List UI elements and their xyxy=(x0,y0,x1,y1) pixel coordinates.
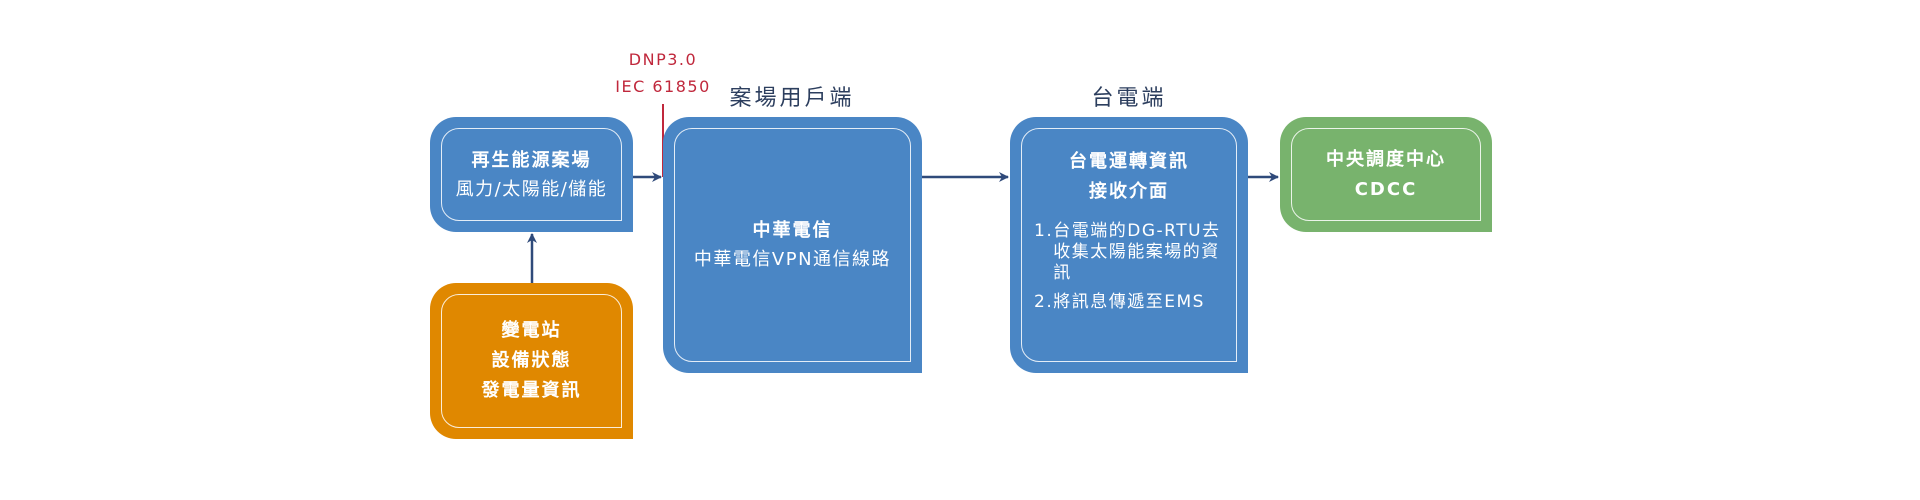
header-taipower-side: 台電端 xyxy=(1091,86,1167,111)
taipower-title: 接收介面 xyxy=(1089,181,1169,202)
cdcc-title: 中央調度中心 xyxy=(1326,148,1446,170)
protocol-dnp3: DNP3.0 xyxy=(628,50,698,69)
renewable-site-subtitle: 風力/太陽能/儲能 xyxy=(455,178,608,200)
taipower-title: 台電運轉資訊 xyxy=(1069,151,1189,172)
cdcc-box: 中央調度中心 CDCC xyxy=(1280,117,1492,232)
list-item-text: 將訊息傳遞至EMS xyxy=(1053,292,1205,312)
renewable-site-title: 再生能源案場 xyxy=(471,149,592,171)
cht-box: 中華電信 中華電信VPN通信線路 xyxy=(663,117,922,373)
taipower-list: 1. 台電端的DG-RTU去收集太陽能案場的資訊 2. 將訊息傳遞至EMS xyxy=(1022,221,1236,321)
list-item: 2. 將訊息傳遞至EMS xyxy=(1034,292,1224,313)
list-item-number: 1. xyxy=(1034,221,1054,241)
header-site-user-side: 案場用戶端 xyxy=(729,86,855,111)
substation-line: 設備狀態 xyxy=(491,350,572,371)
protocol-iec61850: IEC 61850 xyxy=(615,77,711,96)
substation-line: 發電量資訊 xyxy=(481,380,582,401)
list-item-text: 台電端的DG-RTU去收集太陽能案場的資訊 xyxy=(1053,221,1221,283)
list-item: 1. 台電端的DG-RTU去收集太陽能案場的資訊 xyxy=(1034,221,1224,284)
protocol-label: DNP3.0 IEC 61850 xyxy=(615,46,710,100)
substation-box: 變電站 設備狀態 發電量資訊 xyxy=(430,283,633,439)
cht-subtitle: 中華電信VPN通信線路 xyxy=(693,249,892,270)
renewable-site-box: 再生能源案場 風力/太陽能/儲能 xyxy=(430,117,633,232)
list-item-number: 2. xyxy=(1034,292,1054,312)
substation-line: 變電站 xyxy=(501,320,562,341)
taipower-box: 台電運轉資訊 接收介面 1. 台電端的DG-RTU去收集太陽能案場的資訊 2. … xyxy=(1010,117,1248,373)
cdcc-subtitle: CDCC xyxy=(1354,178,1418,200)
cht-title: 中華電信 xyxy=(752,220,833,241)
